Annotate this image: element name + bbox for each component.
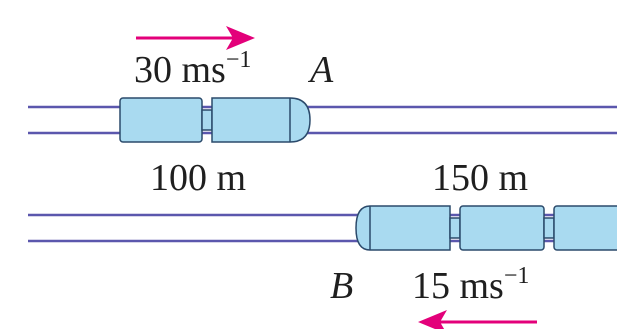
train-b-speed-exponent: −1 <box>504 263 530 289</box>
train-a-speed-exponent: −1 <box>226 47 252 73</box>
train-b-name: B <box>330 265 353 307</box>
train-b-length: 150 m <box>432 157 528 199</box>
train-a-coupler <box>201 109 213 131</box>
train-b-coupler-1 <box>449 217 461 239</box>
train-b-coupler-2 <box>543 217 555 239</box>
train-a-length: 100 m <box>150 157 246 199</box>
train-b-speed-value: 15 ms <box>412 265 504 307</box>
train-b-carriage-3 <box>553 205 617 251</box>
train-a-speed-value: 30 ms <box>134 49 226 91</box>
train-b-direction-arrow <box>418 310 537 329</box>
train-a <box>119 97 311 143</box>
track-a <box>28 105 617 135</box>
train-b-speed-label: 15 ms−1 <box>412 263 529 307</box>
train-a-direction-arrow <box>136 26 255 50</box>
train-a-carriage-2-engine <box>211 97 311 143</box>
train-b-carriage-2 <box>459 205 545 251</box>
train-a-carriage-1 <box>119 97 203 143</box>
train-a-speed-label: 30 ms−1 <box>134 47 251 91</box>
train-b <box>355 205 617 251</box>
train-a-name: A <box>307 49 334 91</box>
